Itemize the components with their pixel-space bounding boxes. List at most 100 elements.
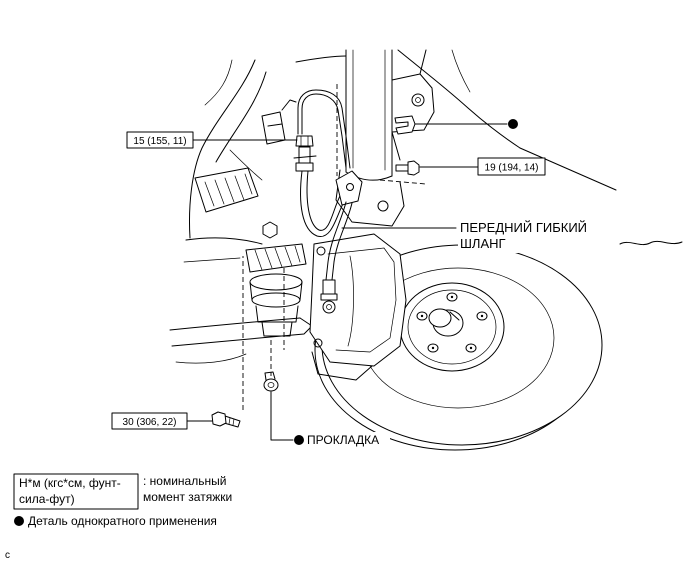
lower-bolt-shaft [223, 415, 241, 428]
brake-tube-inner [301, 93, 347, 169]
non-reusable-marker-clip [508, 119, 518, 129]
assembly-axis-lines [242, 84, 427, 410]
caliper-mount-bolt-upper [316, 246, 326, 256]
hose-upper-section-outer [300, 170, 347, 237]
brake-line-flare-nut [295, 135, 314, 147]
hose-upper-collar [295, 162, 314, 172]
body-panel-inner-edge [215, 71, 267, 163]
caliper-body [309, 233, 407, 367]
body-bracket-hatching [204, 173, 253, 207]
axle-hub-center [428, 308, 464, 337]
legend-unit-box [13, 473, 139, 510]
hose-upper-section-inner [306, 170, 342, 231]
hose-lower-section-outer [331, 202, 353, 281]
ball-joint-upper-ring [249, 273, 303, 291]
hose-retaining-clip [293, 155, 317, 159]
legend-non-reusable-text: Деталь однократного применения [28, 514, 217, 528]
lower-suspension-block [245, 243, 307, 273]
strut-side-bracket [391, 49, 435, 161]
front-flexible-hose [293, 135, 363, 314]
lower-suspension-block-hatching [254, 245, 301, 271]
steering-knuckle-lower [311, 351, 373, 381]
hose-lower-collar [320, 293, 338, 301]
body-lower-edge [185, 237, 263, 245]
bracket-bolt-shaft [395, 164, 409, 172]
ball-joint-body [249, 281, 303, 301]
hose-upper-fitting [298, 146, 311, 164]
steering-knuckle-upper [335, 169, 405, 227]
strut-bracket-hole [411, 93, 425, 107]
hose-label-line1: ПЕРЕДНИЙ ГИБКИЙ [460, 220, 587, 235]
disc-hub-inner-ring [407, 289, 497, 365]
lower-control-arm-upper-edge [169, 317, 301, 331]
body-diagonal-line [229, 149, 263, 181]
fasteners [211, 115, 420, 428]
strut-bracket-hole-inner [415, 97, 421, 103]
fender-upper-line [451, 49, 471, 93]
hose-lower-fitting [322, 279, 336, 295]
union-bolt [322, 300, 336, 314]
axis-line-bracket-bolt [379, 179, 427, 185]
knuckle-nut [262, 221, 278, 239]
hose-label: ПЕРЕДНИЙ ГИБКИЙ ШЛАНГ [458, 219, 594, 253]
hub-center-cap [428, 308, 452, 328]
legend-unit-line2: сила-фут) [19, 492, 75, 506]
ball-joint-lower-ring [251, 292, 301, 308]
brake-caliper [309, 233, 407, 381]
caliper-mount-bolt-lower [313, 338, 323, 348]
wheel-stud-center [431, 346, 435, 350]
knuckle-bolt-hole [377, 200, 389, 212]
torque-callout-flare-nut: 15 (155, 11) [126, 131, 194, 149]
gasket-label-text: ПРОКЛАДКА [307, 433, 379, 447]
hose-lower-section-inner [325, 201, 347, 281]
gasket-label: ПРОКЛАДКА [306, 432, 390, 447]
torque-value: 15 (155, 11) [133, 136, 186, 147]
flare-nut-flats [300, 135, 309, 147]
small-mount-bracket [261, 99, 297, 145]
legend-unit-line1: Н*м (кгс*см, фунт- [19, 476, 121, 490]
torque-box [477, 157, 546, 176]
caliper-cylinder-curve [347, 255, 354, 347]
leader-lines [186, 123, 508, 441]
gasket-hole [267, 382, 275, 388]
leader-gasket [270, 391, 294, 441]
brake-line-tube [297, 89, 351, 169]
non-reusable-marker-gasket [294, 435, 304, 445]
legend: Н*м (кгс*см, фунт- сила-фут) : номинальн… [13, 473, 232, 528]
brake-tube-outer [297, 89, 351, 169]
body-bracket [194, 167, 259, 213]
torque-box [126, 131, 194, 149]
hose-clip [394, 115, 416, 135]
torque-value: 30 (306, 22) [123, 417, 177, 428]
gasket [263, 378, 279, 392]
fender-lines [397, 49, 683, 246]
fender-edge-line [519, 147, 617, 191]
legend-description-line1: : номинальный [143, 474, 226, 488]
torque-callout-bracket-bolt: 19 (194, 14) [477, 157, 546, 176]
gasket-label-background [306, 432, 390, 447]
fender-break-line [619, 240, 683, 246]
torque-value: 19 (194, 14) [485, 163, 539, 174]
lower-suspension-assembly [245, 221, 307, 337]
lower-bolt-head [211, 411, 227, 427]
hose-label-line2: ШЛАНГ [460, 236, 506, 251]
legend-non-reusable-marker [14, 516, 24, 526]
torque-box [111, 412, 188, 430]
wheel-stud-center [450, 295, 454, 299]
figure-code: c [5, 550, 10, 561]
wheel-studs [416, 292, 488, 353]
body-top-edge [295, 55, 347, 63]
hose-label-background [458, 219, 594, 253]
lower-bolt-threads [228, 417, 235, 426]
body-panel-edge [189, 59, 256, 239]
lower-control-arm-bottom-line [175, 353, 247, 364]
hose-bracket-bolt [346, 183, 354, 191]
wheel-stud-center [480, 314, 484, 318]
body-lower-line [183, 257, 241, 263]
caliper-inner-outline [327, 247, 397, 353]
torque-callout-lower-bolt: 30 (306, 22) [111, 412, 188, 430]
fender-arch-line [397, 49, 521, 149]
wheel-stud-center [469, 346, 473, 350]
wheel-stud-center [420, 314, 424, 318]
